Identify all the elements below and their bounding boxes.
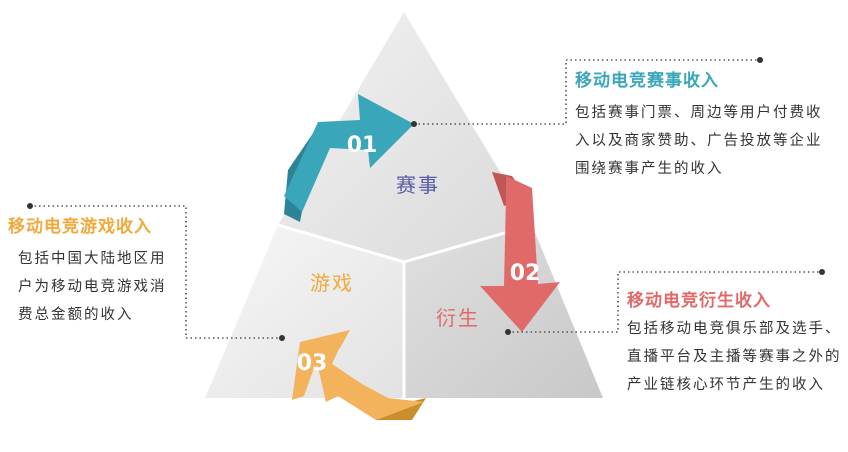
- callout-derivative-revenue: 移动电竞衍生收入 包括移动电竞俱乐部及选手、直播平台及主播等赛事之外的产业链核心…: [627, 286, 842, 399]
- connector-dot: [411, 121, 417, 127]
- left-section-label: 游戏: [310, 271, 354, 295]
- connector-dot: [279, 335, 285, 341]
- arrow-02-number: 02: [510, 261, 541, 286]
- callout-game-title: 移动电竞游戏收入: [8, 217, 152, 237]
- arrow-01-number: 01: [347, 133, 378, 158]
- triangle-top-section: [278, 12, 532, 262]
- connector-dot: [819, 269, 825, 275]
- callout-game-body: 包括中国大陆地区用户为移动电竞游戏消费总金额的收入: [18, 251, 167, 323]
- arrow-03-shape: [316, 338, 424, 420]
- right-section-label: 衍生: [436, 306, 480, 330]
- triangle: [205, 12, 603, 398]
- callout-derivative-body: 包括移动电竞俱乐部及选手、直播平台及主播等赛事之外的产业链核心环节产生的收入: [627, 321, 842, 393]
- connector-dot: [27, 203, 33, 209]
- connector-dot: [757, 57, 763, 63]
- callout-event-revenue: 移动电竞赛事收入 包括赛事门票、周边等用户付费收入以及商家赞助、广告投放等企业围…: [575, 66, 825, 183]
- connector-lines: [30, 59, 822, 339]
- arrow-02: [480, 172, 560, 332]
- callout-derivative-title: 移动电竞衍生收入: [627, 291, 771, 311]
- arrow-03-number: 03: [297, 351, 328, 376]
- arrow-01-shape: [284, 94, 414, 212]
- top-section-label: 赛事: [396, 173, 440, 197]
- arrow-03: [292, 330, 426, 420]
- arrow-01: [284, 94, 414, 222]
- triangle-divider-lines: [277, 223, 533, 398]
- callout-game-revenue: 移动电竞游戏收入 包括中国大陆地区用户为移动电竞游戏消费总金额的收入: [8, 212, 188, 329]
- connector-derivative: [508, 271, 822, 333]
- arrow-03-head: [292, 330, 350, 400]
- callout-event-title: 移动电竞赛事收入: [575, 71, 719, 91]
- callout-event-body: 包括赛事门票、周边等用户付费收入以及商家赞助、广告投放等企业围绕赛事产生的收入: [575, 105, 823, 177]
- connector-dot: [505, 329, 511, 335]
- connector-dots: [27, 57, 825, 341]
- triangle-left-section: [205, 225, 404, 398]
- arrow-02-shape: [480, 176, 560, 332]
- connector-game: [30, 205, 282, 339]
